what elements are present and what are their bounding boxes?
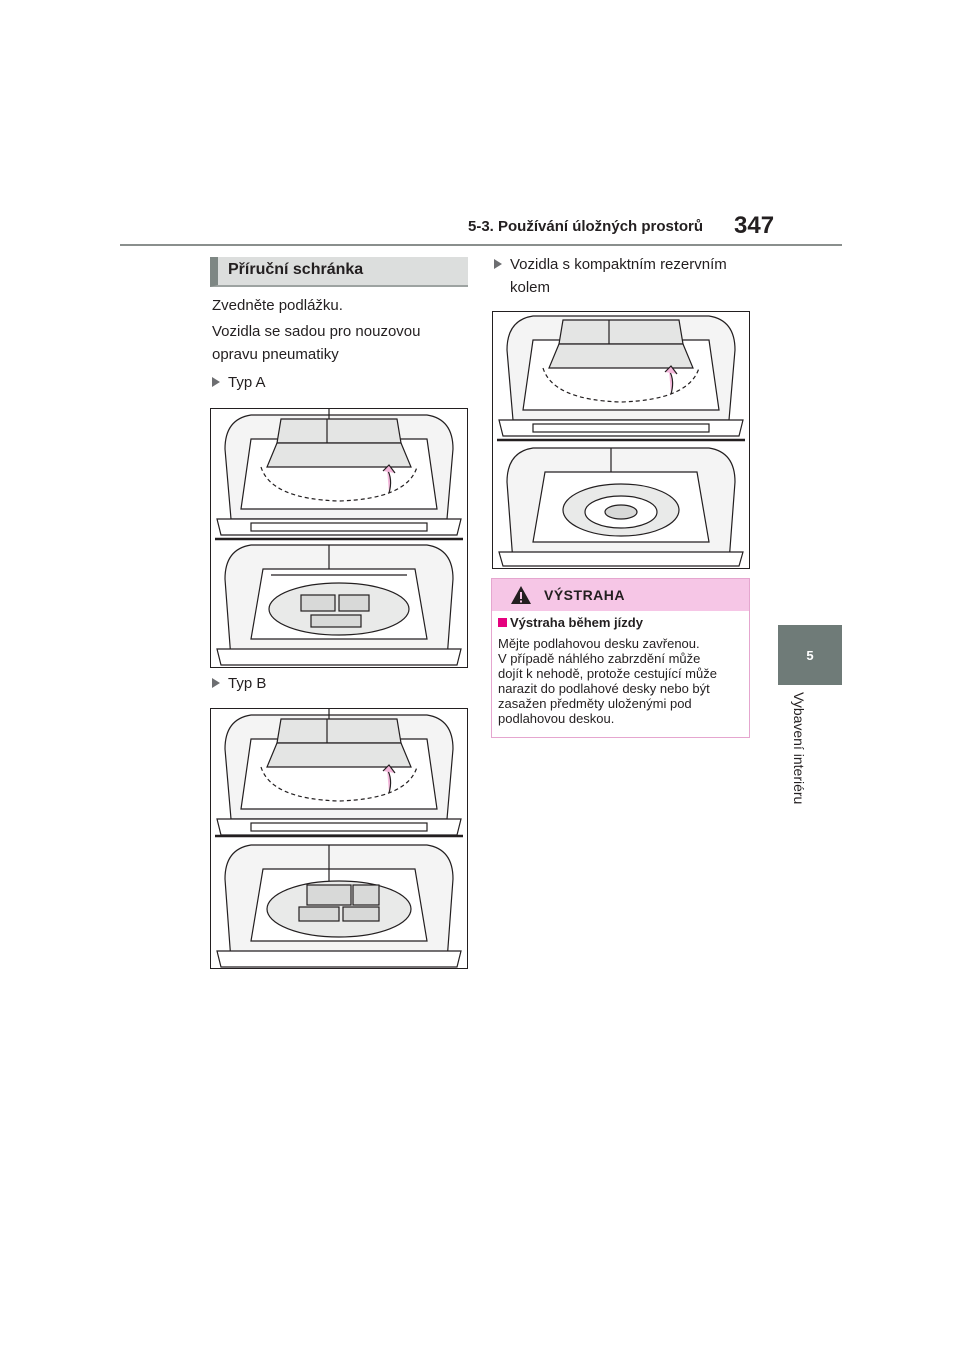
illustration-compact-spare <box>492 311 750 569</box>
chapter-tab-label: Vybavení interiéru <box>789 692 813 832</box>
header-divider <box>120 244 842 246</box>
trunk-floor-illustration-type-b <box>215 709 463 968</box>
warning-text-line: narazit do podlahové desky nebo být <box>498 681 710 696</box>
warning-text-line: V případě náhlého zabrzdění může <box>498 651 701 666</box>
warning-text-line: Mějte podlahovou desku zavřenou. <box>498 636 700 651</box>
header-section-title: 5-3. Používání úložných prostorů <box>468 218 704 235</box>
illustration-type-b <box>210 708 468 969</box>
pink-square-icon <box>498 618 507 627</box>
section-heading: Příruční schránka <box>210 257 468 287</box>
bullet-type-a: Typ A <box>212 374 266 391</box>
trunk-floor-illustration-spare-wheel <box>497 315 745 567</box>
warning-text-line: zasažen předměty uloženými pod <box>498 696 692 711</box>
warning-content: Výstraha během jízdy Mějte podlahovou de… <box>498 615 743 726</box>
bullet-type-a-text: Typ A <box>228 374 266 391</box>
bullet-compact-spare: Vozidla s kompaktním rezervním <box>494 256 727 273</box>
warning-text-line: podlahovou deskou. <box>498 711 615 726</box>
bullet-triangle-icon <box>212 377 220 388</box>
chapter-tab: 5 <box>778 625 842 685</box>
warning-text: Mějte podlahovou desku zavřenou. V přípa… <box>498 636 743 726</box>
chapter-tab-label-text: Vybavení interiéru <box>791 692 807 805</box>
bullet-compact-spare-line-1: Vozidla s kompaktním rezervním <box>510 256 727 273</box>
warning-subheading: Výstraha během jízdy <box>498 615 743 630</box>
warning-triangle-icon <box>511 586 531 604</box>
bullet-triangle-icon <box>212 678 220 689</box>
trunk-floor-illustration-type-a <box>215 409 463 666</box>
vehicle-condition-text-line-1: Vozidla se sadou pro nouzovou <box>212 323 421 340</box>
bullet-type-b-text: Typ B <box>228 675 267 692</box>
section-heading-text: Příruční schránka <box>228 261 364 278</box>
page-number: 347 <box>734 212 775 239</box>
warning-header: VÝSTRAHA <box>492 579 749 611</box>
warning-box: VÝSTRAHA Výstraha během jízdy Mějte podl… <box>491 578 750 738</box>
warning-text-line: dojít k nehodě, protože cestující může <box>498 666 717 681</box>
instruction-text: Zvedněte podlážku. <box>212 297 343 314</box>
chapter-tab-number: 5 <box>806 647 814 663</box>
illustration-type-a <box>210 408 468 668</box>
bullet-triangle-icon <box>494 259 502 270</box>
warning-subheading-text: Výstraha během jízdy <box>510 615 643 630</box>
bullet-compact-spare-line-2: kolem <box>510 279 551 296</box>
vehicle-condition-text-line-2: opravu pneumatiky <box>212 346 339 363</box>
warning-title: VÝSTRAHA <box>544 587 626 603</box>
bullet-type-b: Typ B <box>212 675 266 692</box>
